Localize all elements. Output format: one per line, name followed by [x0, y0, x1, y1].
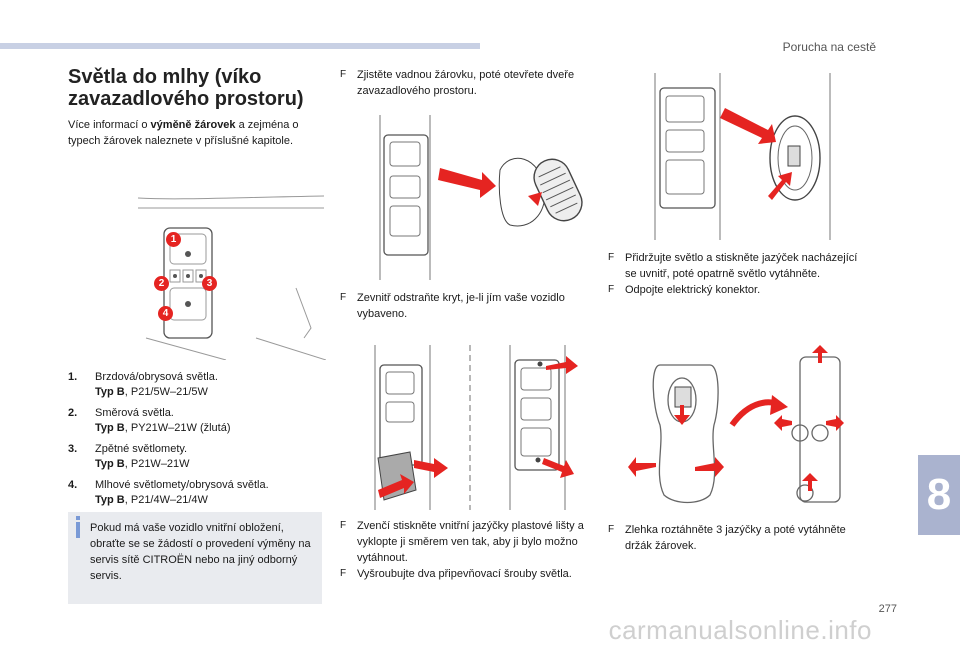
step-text: Odpojte elektrický konektor.: [625, 284, 761, 296]
intro-paragraph: Více informací o výměně žárovek a zejmén…: [68, 117, 320, 149]
lamp-number: 4.: [68, 479, 78, 491]
intro-bold-text: výměně žárovek: [150, 119, 236, 131]
bullet-icon: F: [608, 252, 615, 263]
lamp-name: Směrová světla.: [95, 407, 174, 419]
lamp-type-label: Typ B: [95, 458, 125, 470]
step-text: Vyšroubujte dva připevňovací šrouby svět…: [357, 568, 572, 580]
step-text: Zvenčí stiskněte vnitřní jazýčky plastov…: [357, 520, 584, 564]
watermark: carmanualsonline.info: [608, 615, 872, 645]
step-item: F Zevnitř odstraňte kryt, je-li jím vaše …: [340, 290, 600, 322]
step-text: Zevnitř odstraňte kryt, je-li jím vaše v…: [357, 292, 565, 320]
lamp-type-value: , PY21W–21W (žlutá): [124, 422, 231, 434]
lamp-number: 2.: [68, 407, 78, 419]
step-item: F Zvenčí stiskněte vnitřní jazýčky plasto…: [340, 518, 602, 566]
lamp-name: Brzdová/obrysová světla.: [95, 371, 218, 383]
info-note-text: Pokud má vaše vozidlo vnitřní obložení, …: [90, 522, 311, 582]
section-title-line2: zavazadlového prostoru): [68, 88, 304, 110]
lamp-list: 1.Brzdová/obrysová světla.Typ B, P21/5W–…: [68, 370, 320, 514]
bullet-icon: F: [340, 520, 347, 531]
callout-4: 4: [158, 306, 173, 321]
callout-1: 1: [166, 232, 181, 247]
header-bar: [0, 43, 480, 49]
step-item: F Zjistěte vadnou žárovku, poté otevřete …: [340, 67, 590, 99]
step-item: F Přidržujte světlo a stiskněte jazýček n…: [608, 250, 868, 282]
callout-2: 2: [154, 276, 169, 291]
lamp-number: 1.: [68, 371, 78, 383]
lamp-name: Zpětné světlomety.: [95, 443, 188, 455]
tailgate-lamp-figure: [370, 110, 600, 280]
chapter-tab: 8: [918, 455, 960, 535]
step-5: F Zlehka roztáhněte 3 jazýčky a poté vytá…: [608, 522, 848, 554]
step-text: Zjistěte vadnou žárovku, poté otevřete d…: [357, 69, 575, 97]
step-1: F Zjistěte vadnou žárovku, poté otevřete …: [340, 67, 590, 99]
lamp-item-1: 1. Brzdová/obrysová světla. Typ B, P21/5W–…: [68, 370, 320, 400]
step-item: F Zlehka roztáhněte 3 jazýčky a poté vytá…: [608, 522, 848, 554]
step-text: Zlehka roztáhněte 3 jazýčky a poté vytáh…: [625, 524, 846, 552]
lamp-name: Mlhové světlomety/obrysová světla.: [95, 479, 269, 491]
info-icon: [76, 516, 80, 538]
lamp-type-value: , P21/4W–21/4W: [124, 494, 208, 506]
callout-3: 3: [202, 276, 217, 291]
section-title-line1: Světla do mlhy (víko: [68, 66, 262, 88]
section-title: Světla do mlhy (víko zavazadlového prost…: [68, 66, 328, 110]
lamp-type-label: Typ B: [95, 494, 125, 506]
lamp-item-2: 2. Směrová světla. Typ B, PY21W–21W (žlutá…: [68, 406, 320, 436]
running-header: Porucha na cestě: [782, 40, 876, 54]
lamp-number: 3.: [68, 443, 78, 455]
lamp-removal-figure: [640, 68, 840, 240]
lamp-type-value: , P21W–21W: [124, 458, 190, 470]
step-3: F Zvenčí stiskněte vnitřní jazýčky plasto…: [340, 518, 602, 582]
rear-lamp-overview-figure: 1 2 3 4: [136, 188, 326, 360]
bulb-holder-figure: [620, 345, 850, 510]
bullet-icon: F: [340, 568, 347, 579]
lamp-item-4: 4. Mlhové světlomety/obrysová světla. Typ …: [68, 478, 320, 508]
intro-text: Více informací o: [68, 119, 151, 131]
lamp-type-value: , P21/5W–21/5W: [124, 386, 208, 398]
bullet-icon: F: [608, 524, 615, 535]
page-number: 277: [878, 603, 897, 615]
bullet-icon: F: [608, 284, 615, 295]
lamp-type-label: Typ B: [95, 422, 125, 434]
step-text: Přidržujte světlo a stiskněte jazýček na…: [625, 252, 858, 280]
lamp-item-3: 3. Zpětné světlomety. Typ B, P21W–21W: [68, 442, 320, 472]
intro-text-end: a zejména o typech žárovek naleznete v p…: [68, 119, 299, 147]
step-item: F Vyšroubujte dva připevňovací šrouby svě…: [340, 566, 602, 582]
step-4: F Přidržujte světlo a stiskněte jazýček n…: [608, 250, 868, 298]
trim-removal-figure: [370, 340, 590, 510]
step-item: F Odpojte elektrický konektor.: [608, 282, 868, 298]
lamp-type-label: Typ B: [95, 386, 125, 398]
info-note: Pokud má vaše vozidlo vnitřní obložení, …: [68, 512, 322, 604]
bullet-icon: F: [340, 292, 347, 303]
bullet-icon: F: [340, 69, 347, 80]
step-2: F Zevnitř odstraňte kryt, je-li jím vaše …: [340, 290, 600, 322]
